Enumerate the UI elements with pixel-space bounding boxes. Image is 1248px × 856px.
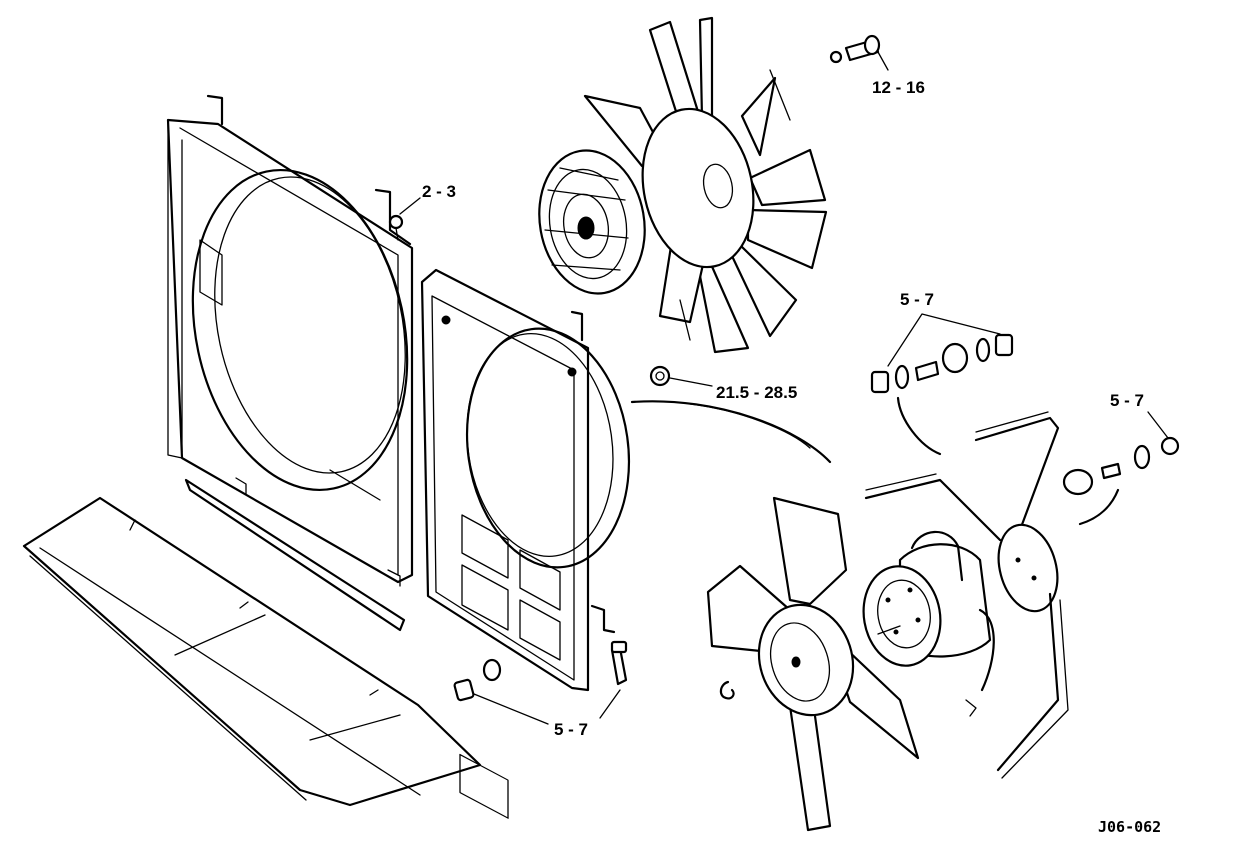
fan-bolt-leader [877,51,889,71]
fan-clutch [538,149,646,295]
lower-shroud-fasteners [453,640,628,702]
fan-bolt [829,34,881,64]
clutch-nut-leader [669,377,713,387]
outer-fan-shroud [166,94,414,587]
motor-mount-leader [887,313,1001,367]
fan-bolt-torque-label: 12 - 16 [872,78,925,97]
clutch-nut [649,365,671,387]
motor-mount-hardware [870,333,1014,394]
bracket-nut-hardware [1062,436,1180,496]
electric-fan-shroud [420,268,631,819]
mechanical-cooling-fan [583,16,828,354]
electric-fan-motor [862,530,995,717]
clutch-nut-torque-label: 21.5 - 28.5 [716,383,797,402]
retaining-clip [719,680,735,700]
bracket-nut-leader [1147,411,1169,439]
lower-shroud-torque-label: 5 - 7 [554,720,588,739]
motor-mount-torque-label: 5 - 7 [900,290,934,309]
figure-code: J06-062 [1098,818,1161,836]
lower-shroud-leader [473,689,621,725]
motor-support-bracket [864,411,1069,779]
shroud-bracket-torque-label: 2 - 3 [422,182,456,201]
bracket-nut-torque-label: 5 - 7 [1110,391,1144,410]
electric-fan-blade [706,496,920,832]
shroud-bracket-leader [399,197,421,215]
shroud-bracket-bolt [388,214,404,241]
belt-arc [630,400,832,464]
lower-bracket-strip [184,478,406,632]
